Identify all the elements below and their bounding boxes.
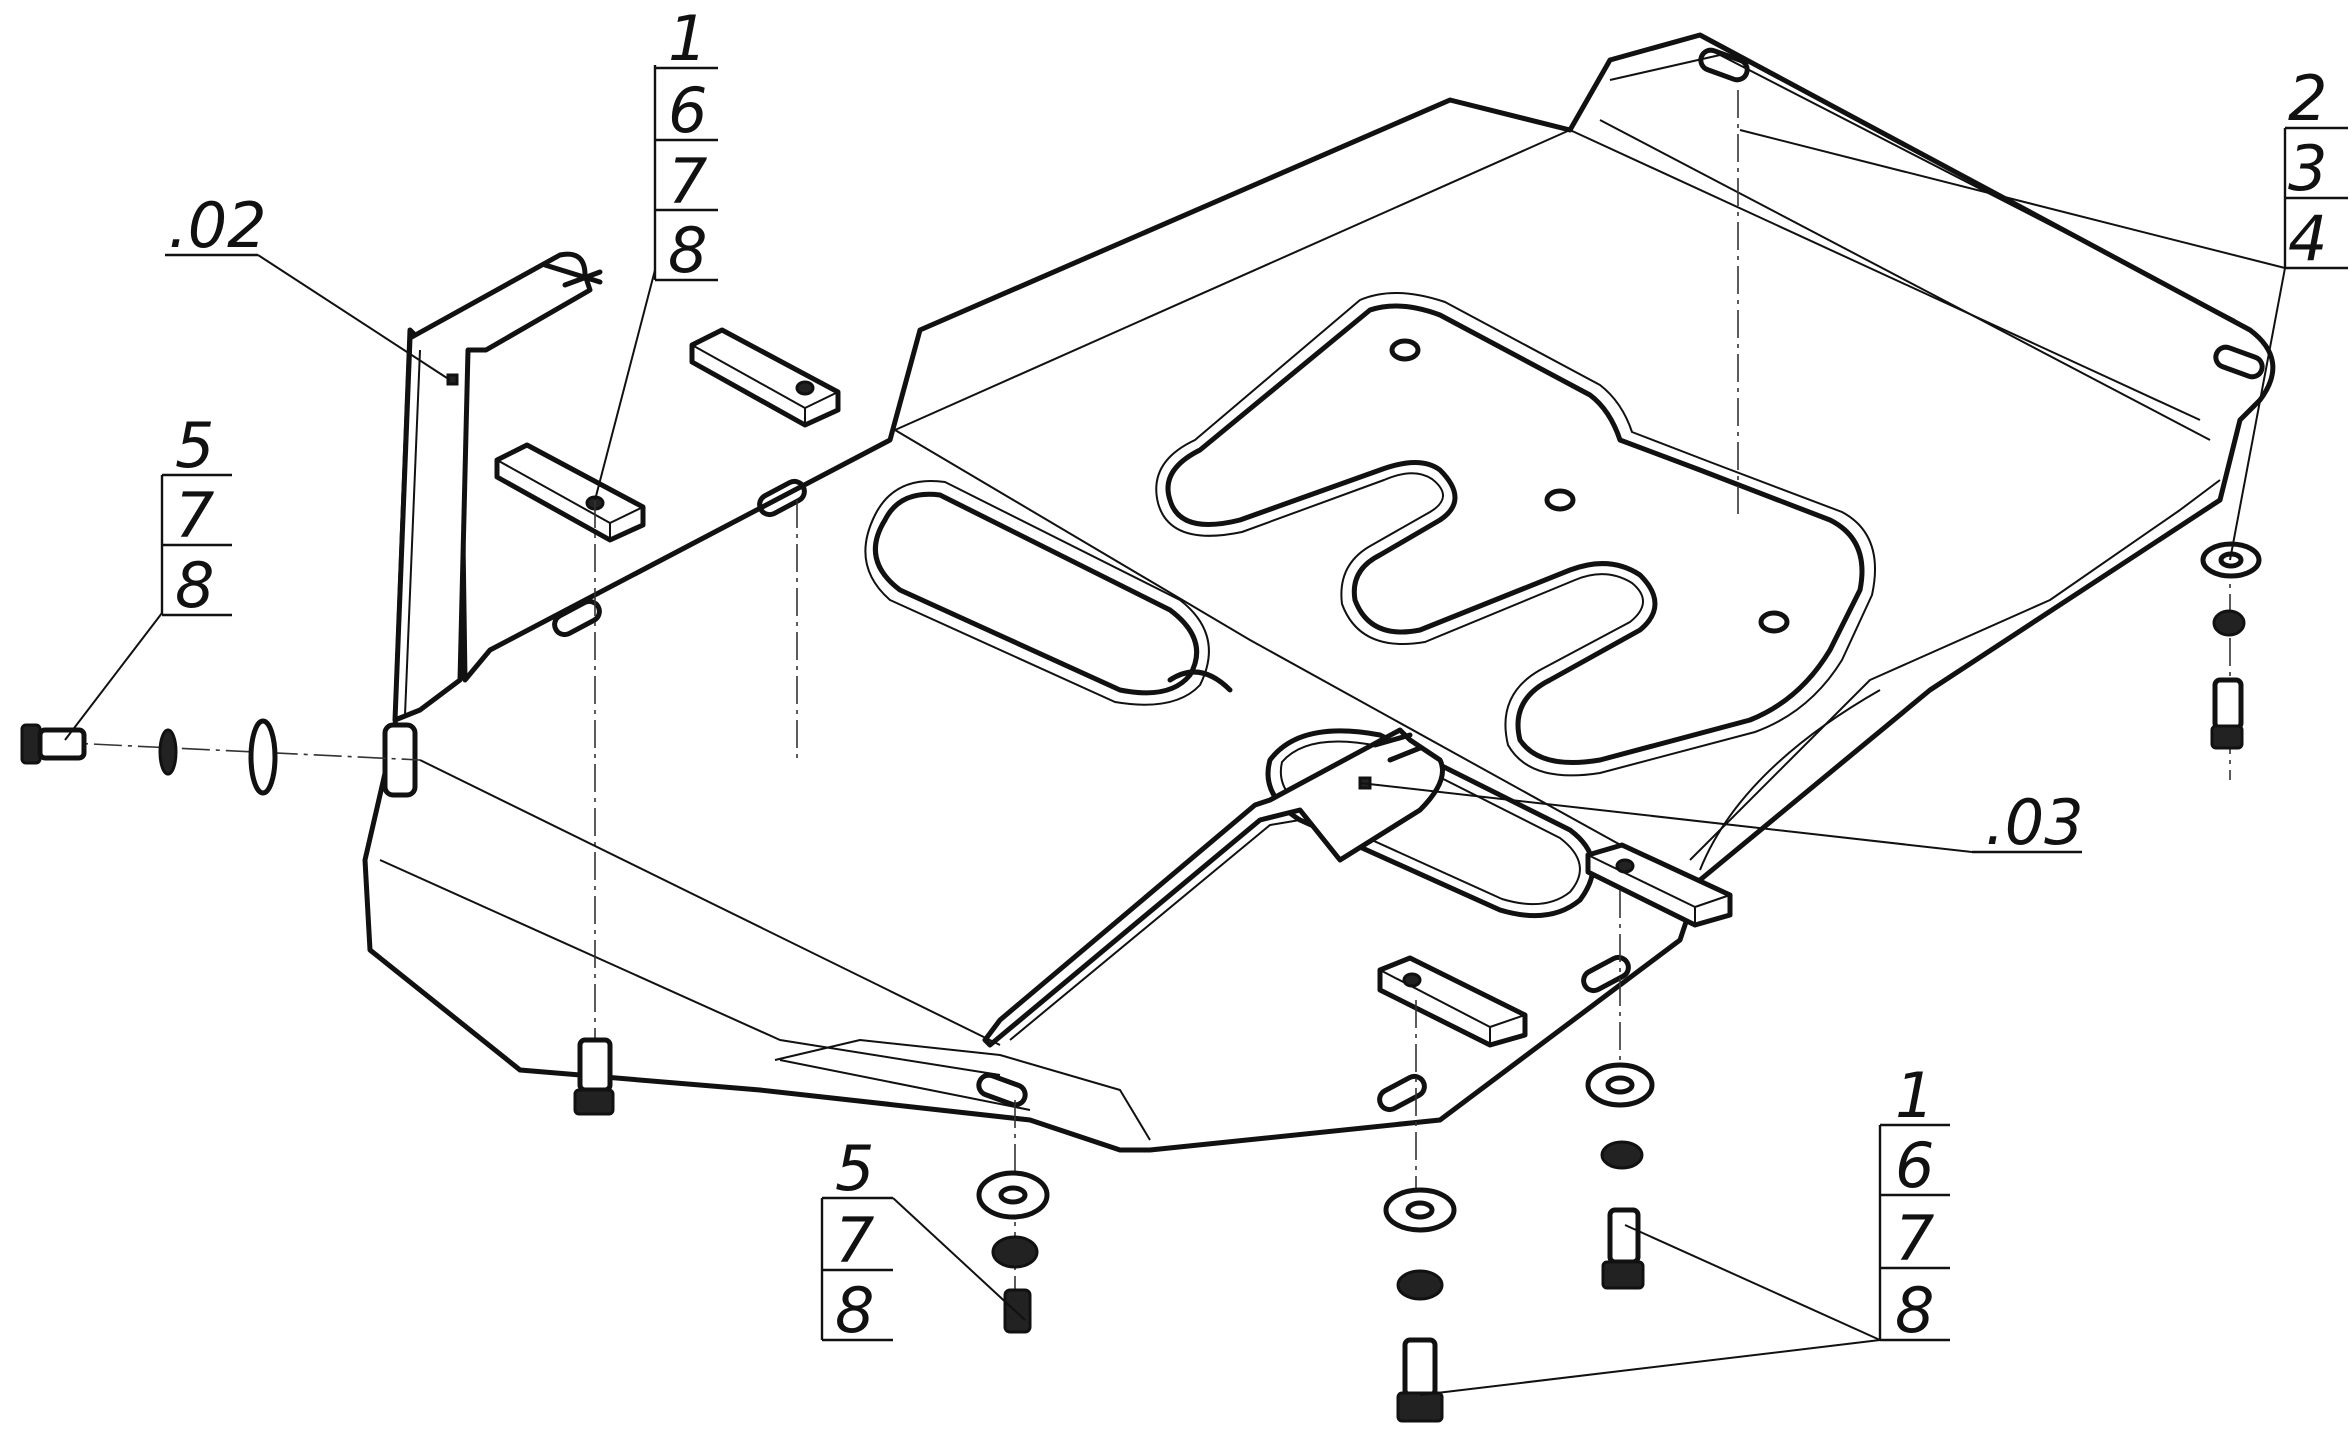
part-label-03: .03 bbox=[1972, 786, 2084, 859]
washer-icon bbox=[976, 1170, 1050, 1220]
callout-label: 8 bbox=[175, 549, 214, 622]
bolt-icon bbox=[1396, 1337, 1444, 1423]
callout-bottom-right: 1 6 7 8 bbox=[1878, 1059, 1950, 1347]
washer-icon bbox=[1585, 1062, 1655, 1108]
callout-label: 8 bbox=[1895, 1274, 1934, 1347]
bolt-icon bbox=[2210, 677, 2244, 750]
callout-top-center: 1 6 7 8 bbox=[653, 2, 718, 287]
callout-label: 3 bbox=[2288, 132, 2327, 205]
stiffening-rib-large-icon bbox=[1155, 292, 1876, 777]
callout-left: 5 7 8 bbox=[160, 409, 232, 622]
bolt-icon bbox=[1003, 1288, 1032, 1334]
part-label: .03 bbox=[1985, 786, 2084, 859]
stiffening-rib-icon bbox=[864, 480, 1233, 706]
washer-icon bbox=[1383, 1187, 1457, 1233]
callout-label: 7 bbox=[835, 1204, 874, 1277]
callout-label: 7 bbox=[668, 145, 707, 218]
bracket-center-icon bbox=[982, 727, 1445, 1048]
callout-label: 5 bbox=[835, 1132, 874, 1205]
callout-label: 7 bbox=[175, 479, 214, 552]
spring-washer-icon bbox=[1396, 1269, 1444, 1301]
callout-label: 1 bbox=[668, 2, 707, 75]
nut-plate-icon bbox=[1585, 842, 1733, 928]
nut-plate-icon bbox=[1377, 955, 1528, 1048]
callout-label: 1 bbox=[1895, 1059, 1934, 1132]
callout-label: 6 bbox=[1895, 1129, 1934, 1202]
callout-label: 2 bbox=[2288, 62, 2327, 135]
skid-plate-icon bbox=[362, 32, 2276, 1153]
callout-label: 4 bbox=[2288, 202, 2327, 275]
nut-plate-icon bbox=[494, 442, 646, 543]
bolt-icon bbox=[573, 1037, 615, 1116]
washer-icon bbox=[248, 718, 278, 796]
callout-bottom-center: 5 7 8 bbox=[820, 1132, 893, 1347]
part-label: .02 bbox=[168, 189, 267, 262]
leader-lines bbox=[64, 129, 2286, 1396]
mounting-holes bbox=[552, 47, 2265, 1113]
nut-plate-icon bbox=[689, 327, 841, 428]
bolt-icon bbox=[20, 723, 87, 765]
callout-label: 7 bbox=[1895, 1202, 1934, 1275]
spring-washer-icon bbox=[991, 1235, 1039, 1269]
spring-washer-icon bbox=[1600, 1140, 1644, 1170]
spring-washer-icon bbox=[2212, 609, 2246, 637]
spring-washer-icon bbox=[158, 728, 178, 776]
callout-label: 5 bbox=[175, 409, 214, 482]
callout-label: 6 bbox=[668, 74, 707, 147]
bolt-icon bbox=[1601, 1207, 1645, 1290]
callout-label: 8 bbox=[835, 1274, 874, 1347]
part-label-02: .02 bbox=[165, 189, 267, 262]
callout-top-right: 2 3 4 bbox=[2283, 62, 2348, 275]
callout-label: 8 bbox=[668, 214, 707, 287]
